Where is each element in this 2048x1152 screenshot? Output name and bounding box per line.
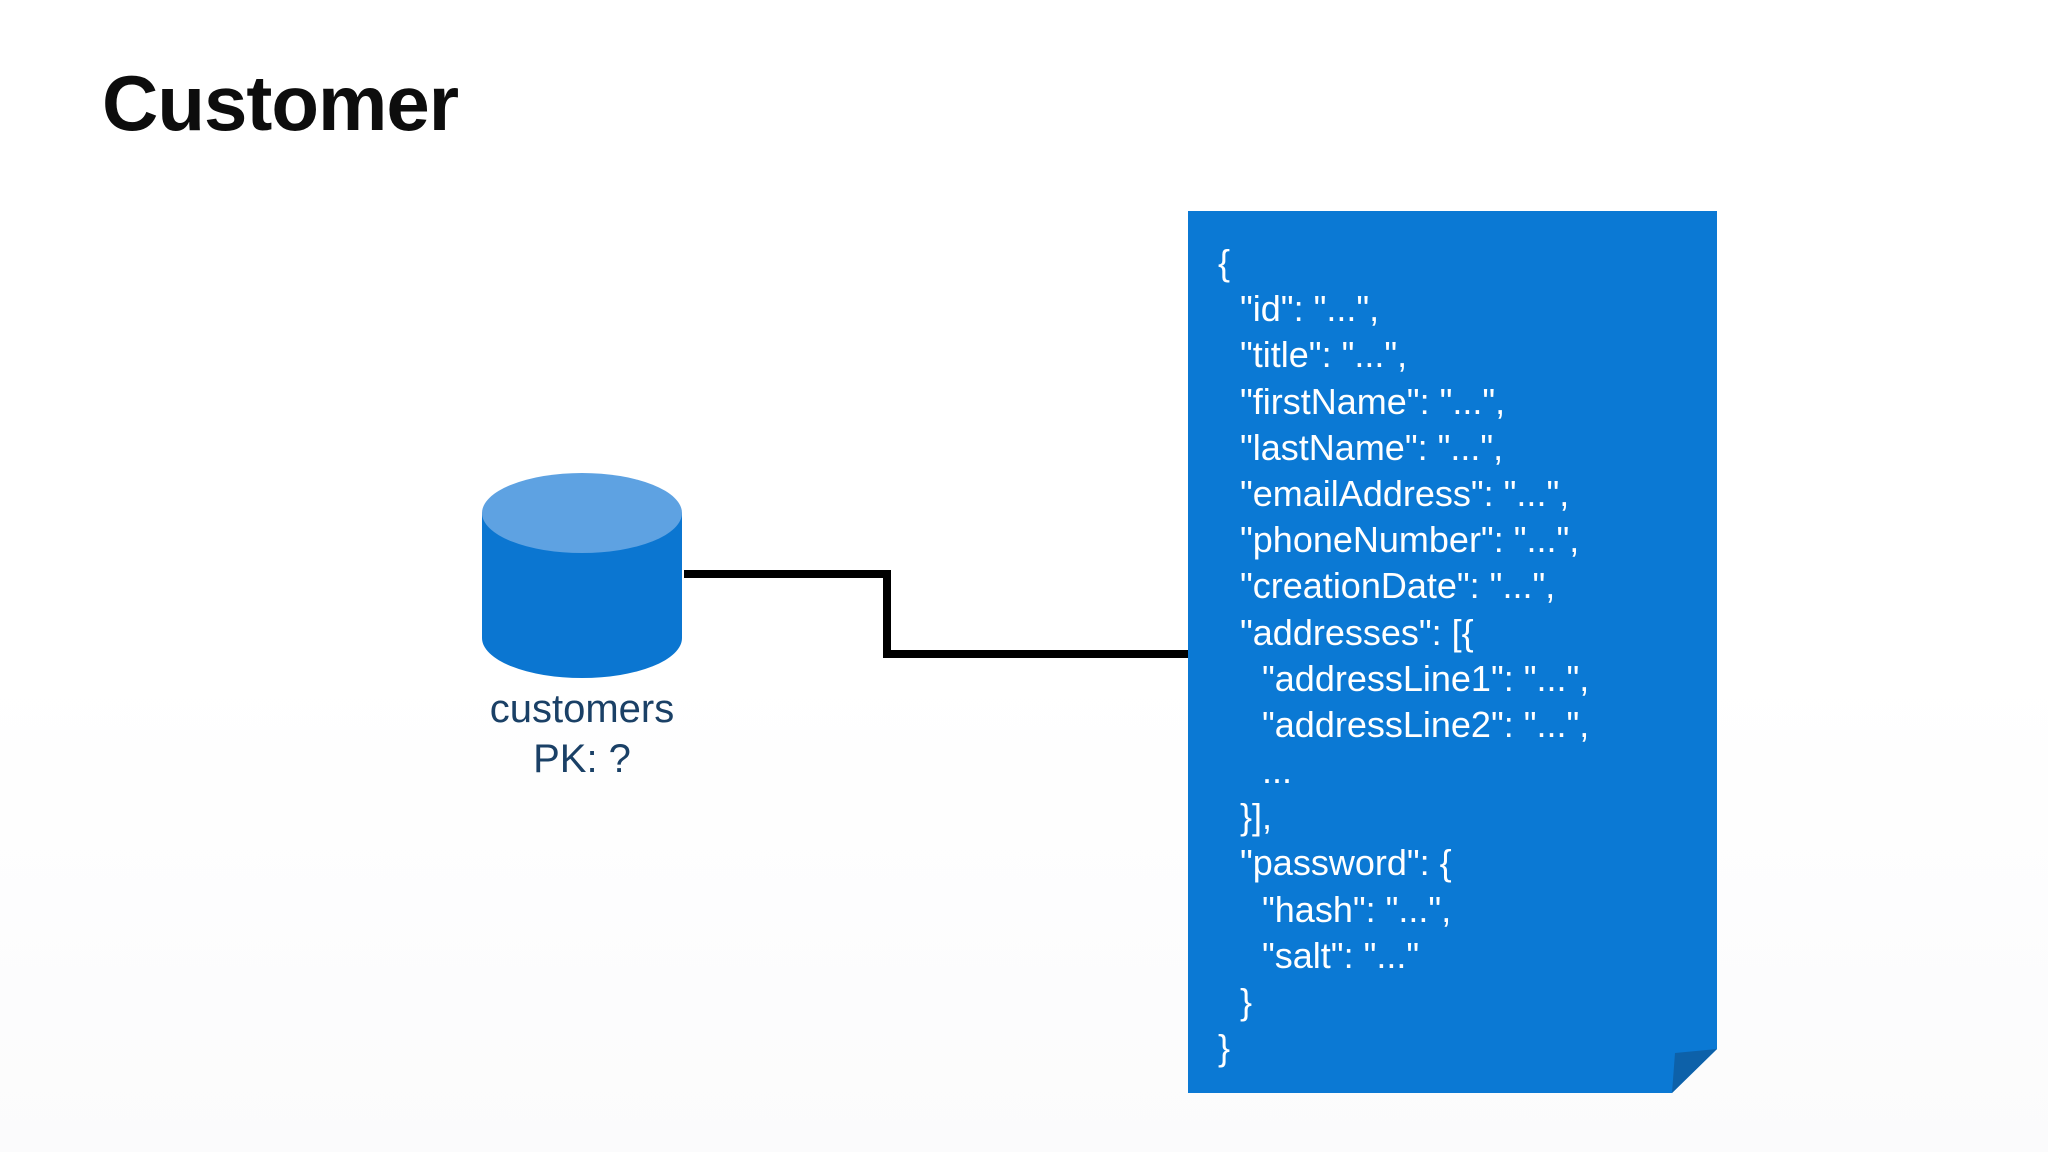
json-code-block: { "id": "...", "title": "...", "firstNam… [1218,240,1698,1071]
json-line: "creationDate": "...", [1240,565,1556,607]
slide-title: Customer [102,59,459,147]
database-cylinder-icon [482,513,682,678]
json-line: } [1218,1027,1231,1069]
json-line: "password": { [1240,842,1452,884]
json-line: "addresses": [{ [1240,611,1474,653]
json-line: ... [1262,750,1293,792]
json-line: "hash": "...", [1262,888,1452,930]
json-line: { [1218,242,1231,283]
json-line: "salt": "..." [1262,934,1420,976]
database-cylinder-top-icon [482,473,682,553]
json-line: "phoneNumber": "...", [1240,519,1580,561]
folded-corner-icon [1672,1049,1717,1093]
json-line: "firstName": "...", [1240,380,1506,422]
json-line: "id": "...", [1240,288,1380,330]
json-line: "title": "...", [1240,334,1408,376]
connector-line [684,570,1190,658]
json-line: }], [1240,796,1273,838]
json-document-card [1188,211,1717,1093]
json-line: "addressLine1": "...", [1262,657,1590,699]
database-pk-label: PK: ? [533,737,631,781]
database-label-group: customers PK: ? [432,684,732,784]
json-line: "lastName": "...", [1240,426,1504,468]
json-line: } [1240,981,1253,1022]
database-name-label: customers [489,687,675,731]
json-line: "emailAddress": "...", [1240,472,1570,514]
json-line: "addressLine2": "...", [1262,703,1590,745]
